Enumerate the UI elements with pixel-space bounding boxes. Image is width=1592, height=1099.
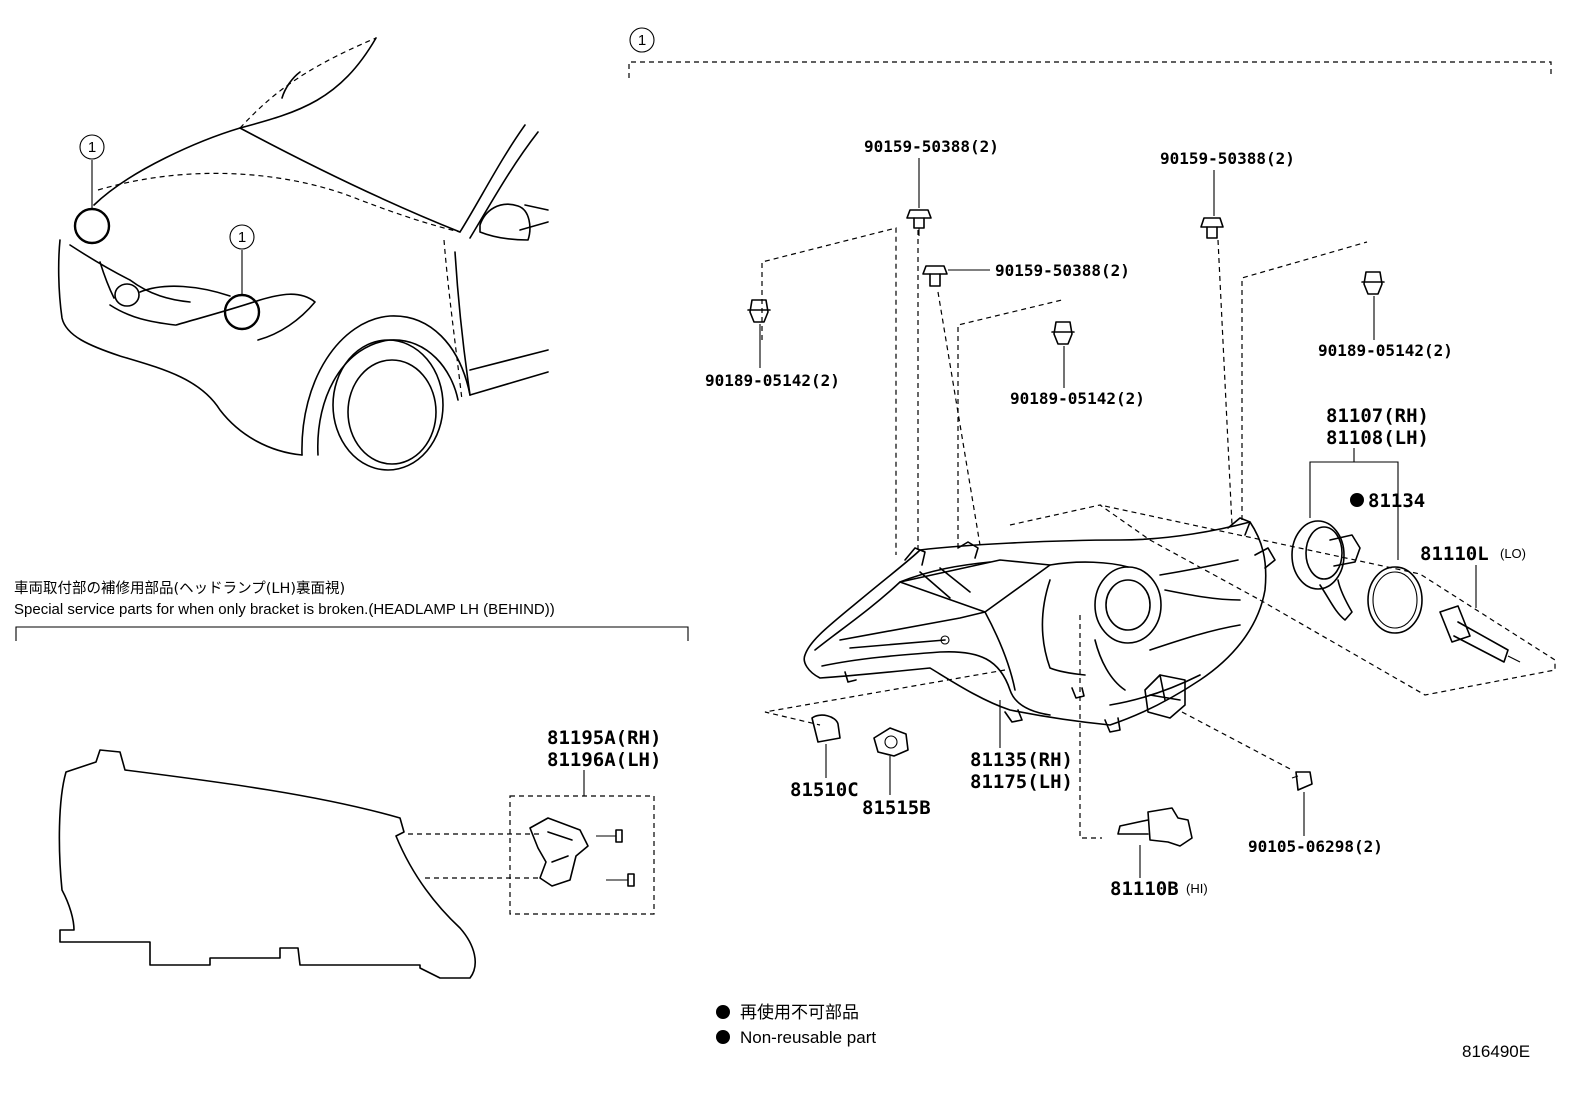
label-bulb-a: 81510C — [790, 779, 859, 801]
bulb-81110l-icon — [1439, 605, 1521, 663]
callout-1-label: 1 — [88, 139, 96, 156]
service-parts-section: 車両取付部の補修用部品(ヘッドランプ(LH)裏面視) Special servi… — [14, 579, 689, 979]
socket-81515b-icon — [873, 727, 909, 757]
label-grommet-a: 90189-05142(2) — [705, 371, 840, 390]
headlamp-assembly-drawing — [803, 504, 1276, 733]
grommet-90189-a-icon — [747, 299, 771, 323]
grommet-90189-b-icon — [1051, 321, 1075, 345]
label-bulb-lo-tag: (LO) — [1500, 546, 1526, 561]
screw-90105-icon — [1291, 771, 1313, 791]
legend-dot-icon — [716, 1005, 730, 1019]
label-unit-rh: 81135(RH) — [970, 749, 1073, 771]
label-bulb-hi-tag: (HI) — [1186, 881, 1208, 896]
diagram-id: 816490E — [1462, 1042, 1530, 1061]
label-grommet-b: 90189-05142(2) — [1010, 389, 1145, 408]
label-gasket: 81134 — [1368, 490, 1425, 512]
label-socket-lh: 81108(LH) — [1326, 427, 1429, 449]
bracket-screw-icon — [596, 829, 635, 887]
legend-english: Non-reusable part — [740, 1028, 876, 1047]
bracket-81195a-icon — [529, 817, 589, 887]
label-socket-b: 81515B — [862, 797, 931, 819]
label-grommet-c: 90189-05142(2) — [1318, 341, 1453, 360]
legend-japanese: 再使用不可部品 — [740, 1002, 859, 1022]
label-bracket-rh: 81195A(RH) — [547, 727, 661, 749]
fastener-parts — [747, 158, 1385, 388]
label-screw: 90105-06298(2) — [1248, 837, 1383, 856]
label-clip-c: 90159-50388(2) — [1160, 149, 1295, 168]
bulb-81110b-icon — [1117, 807, 1193, 847]
part-number-labels: 90159-50388(2) 90159-50388(2) 90159-5038… — [705, 137, 1526, 900]
bulb-socket-parts — [811, 448, 1521, 878]
headlamp-rear-silhouette — [58, 749, 476, 979]
label-bracket-lh: 81196A(LH) — [547, 749, 661, 771]
clip-90159-a-icon — [906, 209, 932, 236]
label-clip-a: 90159-50388(2) — [864, 137, 999, 156]
bulb-81510c-icon — [811, 714, 841, 743]
label-bulb-lo: 81110L — [1420, 543, 1489, 565]
legend-dot-icon — [716, 1030, 730, 1044]
vehicle-front-illustration: 1 1 — [57, 37, 549, 471]
assembly-1-bracket: 1 — [628, 27, 1552, 78]
gasket-81134-icon — [1367, 566, 1423, 634]
label-socket-rh: 81107(RH) — [1326, 405, 1429, 427]
clip-90159-c-icon — [1200, 217, 1224, 239]
service-note-japanese: 車両取付部の補修用部品(ヘッドランプ(LH)裏面視) — [14, 579, 345, 597]
label-clip-b: 90159-50388(2) — [995, 261, 1130, 280]
clip-90159-b-icon — [922, 265, 948, 287]
callout-1-label: 1 — [238, 229, 246, 246]
label-bulb-hi: 81110B — [1110, 878, 1179, 900]
socket-81107-icon — [1291, 520, 1361, 621]
label-unit-lh: 81175(LH) — [970, 771, 1073, 793]
bracket-detail-box — [509, 795, 655, 915]
headlamp-location-right-marker — [223, 293, 261, 331]
service-note-english: Special service parts for when only brac… — [14, 601, 555, 618]
assembly-guide-lines — [761, 227, 1556, 839]
non-reusable-dot-icon — [1350, 493, 1364, 507]
headlamp-location-left-marker — [73, 207, 111, 245]
callout-1-label: 1 — [638, 32, 646, 49]
grommet-90189-c-icon — [1361, 271, 1385, 295]
legend: 再使用不可部品 Non-reusable part — [716, 1002, 876, 1047]
